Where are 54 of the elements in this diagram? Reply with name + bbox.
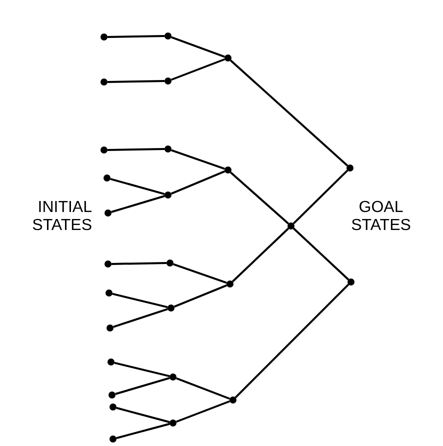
state-dot bbox=[230, 396, 236, 404]
state-dot bbox=[224, 166, 232, 174]
connector-line bbox=[292, 170, 348, 224]
connector-line bbox=[230, 172, 290, 224]
connector-line bbox=[172, 263, 228, 284]
state-dot bbox=[100, 146, 108, 154]
state-dot bbox=[170, 420, 176, 426]
connector-line bbox=[114, 362, 170, 378]
connector-line bbox=[111, 195, 165, 213]
state-dot bbox=[164, 32, 172, 40]
state-dot bbox=[104, 174, 110, 182]
state-group-label: GOAL STATES bbox=[350, 199, 412, 235]
state-dot bbox=[100, 34, 108, 40]
state-dot bbox=[110, 436, 116, 442]
connector-line bbox=[292, 228, 350, 280]
connector-line bbox=[170, 36, 226, 58]
connector-line bbox=[230, 60, 348, 166]
state-dot bbox=[104, 210, 112, 216]
connector-line bbox=[170, 58, 226, 81]
state-dot bbox=[164, 146, 172, 152]
state-dot bbox=[106, 290, 112, 296]
state-dot bbox=[100, 78, 108, 86]
connector-line bbox=[170, 149, 226, 170]
connector-line bbox=[107, 80, 165, 83]
connector-line bbox=[234, 284, 350, 398]
connector-line bbox=[110, 178, 165, 196]
state-dot bbox=[106, 324, 114, 332]
connector-line bbox=[176, 377, 230, 400]
connector-line bbox=[107, 35, 165, 38]
connector-line bbox=[176, 400, 230, 423]
state-dot bbox=[108, 358, 114, 366]
connector-line bbox=[116, 406, 170, 424]
state-dot bbox=[226, 280, 234, 288]
state-dot bbox=[104, 260, 112, 268]
state-group-label: INITIAL STATES bbox=[31, 199, 92, 235]
state-dot bbox=[170, 374, 176, 380]
connector-line bbox=[116, 422, 170, 440]
connector-line bbox=[112, 292, 168, 308]
state-dot bbox=[166, 260, 174, 266]
state-dot bbox=[348, 278, 354, 286]
connector-line bbox=[174, 284, 228, 308]
state-dot bbox=[168, 304, 174, 312]
connector-line bbox=[107, 148, 165, 151]
state-dot bbox=[164, 192, 172, 198]
state-dot bbox=[164, 78, 172, 84]
connector-line bbox=[170, 170, 226, 195]
state-dot bbox=[108, 392, 116, 398]
connector-line bbox=[232, 228, 290, 282]
state-dot bbox=[224, 54, 232, 62]
state-dot bbox=[110, 404, 116, 410]
connector-line bbox=[115, 377, 170, 395]
connector-line bbox=[113, 308, 168, 328]
connector-line bbox=[111, 262, 167, 265]
state-dot bbox=[346, 164, 354, 172]
